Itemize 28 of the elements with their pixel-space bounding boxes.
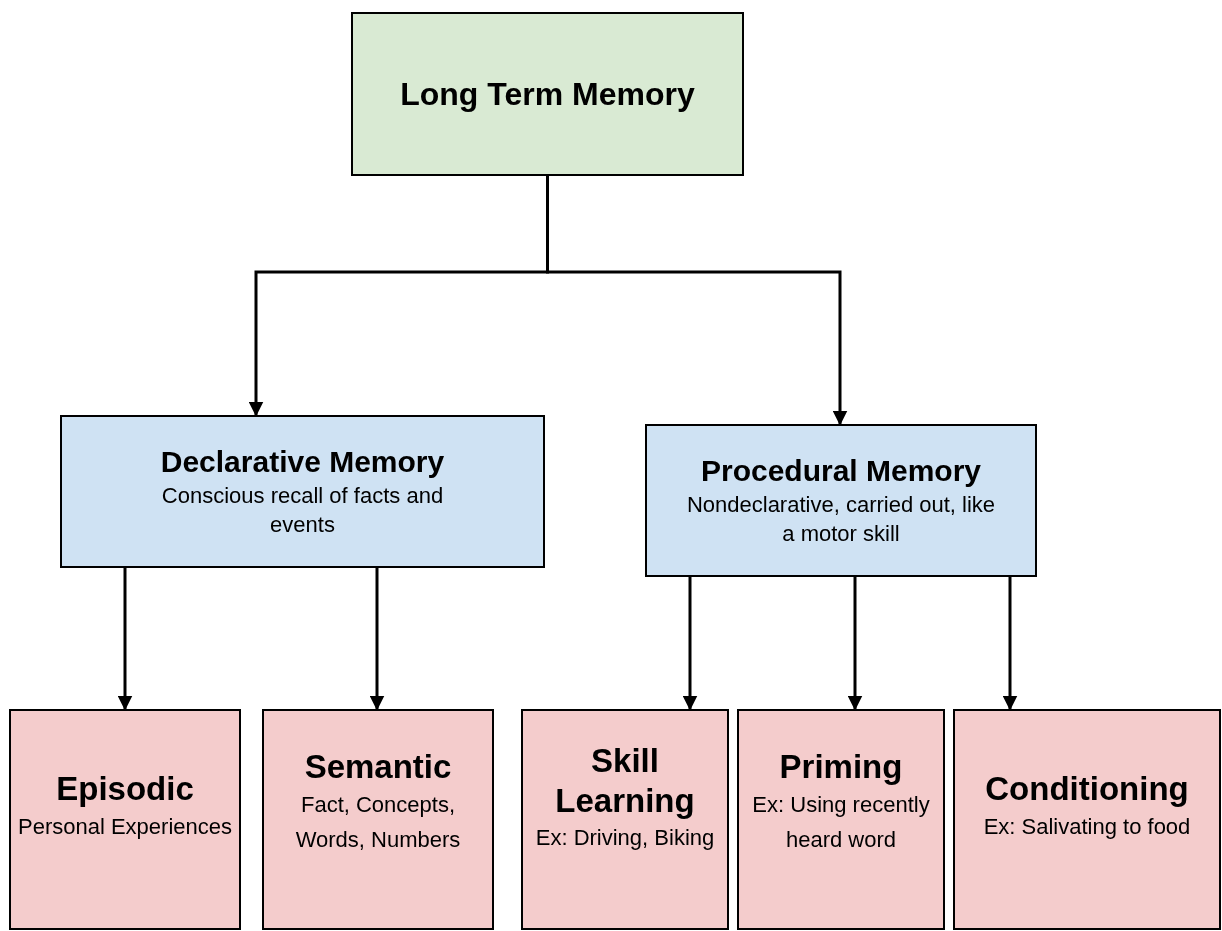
- arrow: [1002, 577, 1018, 711]
- box-heading: Semantic: [303, 747, 453, 787]
- box-heading: Episodic: [55, 769, 195, 809]
- category-box: [953, 709, 1221, 930]
- box-heading: Conditioning: [984, 769, 1190, 809]
- box-description: Nondeclarative, carried out, like a motor skill: [685, 490, 997, 548]
- box-heading: Skill Learning: [554, 741, 696, 821]
- box-heading: Long Term Memory: [400, 74, 695, 114]
- box-heading: Declarative Memory: [160, 443, 445, 480]
- category-box: [737, 709, 945, 930]
- memory-box: [351, 12, 744, 176]
- memory-box: [645, 424, 1037, 577]
- box-description: Personal Experiences: [18, 812, 232, 841]
- arrow: [117, 568, 133, 711]
- arrow: [847, 577, 863, 711]
- category-box: [521, 709, 729, 930]
- box-description: Ex: Salivating to food: [983, 812, 1191, 841]
- box-description: Ex: Using recently heard word: [751, 790, 931, 854]
- arrow: [369, 568, 385, 711]
- category-box: [262, 709, 494, 930]
- category-box: [9, 709, 241, 930]
- box-heading: Priming: [778, 747, 904, 787]
- box-heading: Procedural Memory: [700, 452, 982, 489]
- box-description: Ex: Driving, Biking: [535, 824, 715, 853]
- box-description: Fact, Concepts, Words, Numbers: [294, 790, 462, 854]
- box-description: Conscious recall of facts and events: [160, 481, 445, 539]
- arrow: [682, 577, 698, 711]
- memory-box: [60, 415, 545, 568]
